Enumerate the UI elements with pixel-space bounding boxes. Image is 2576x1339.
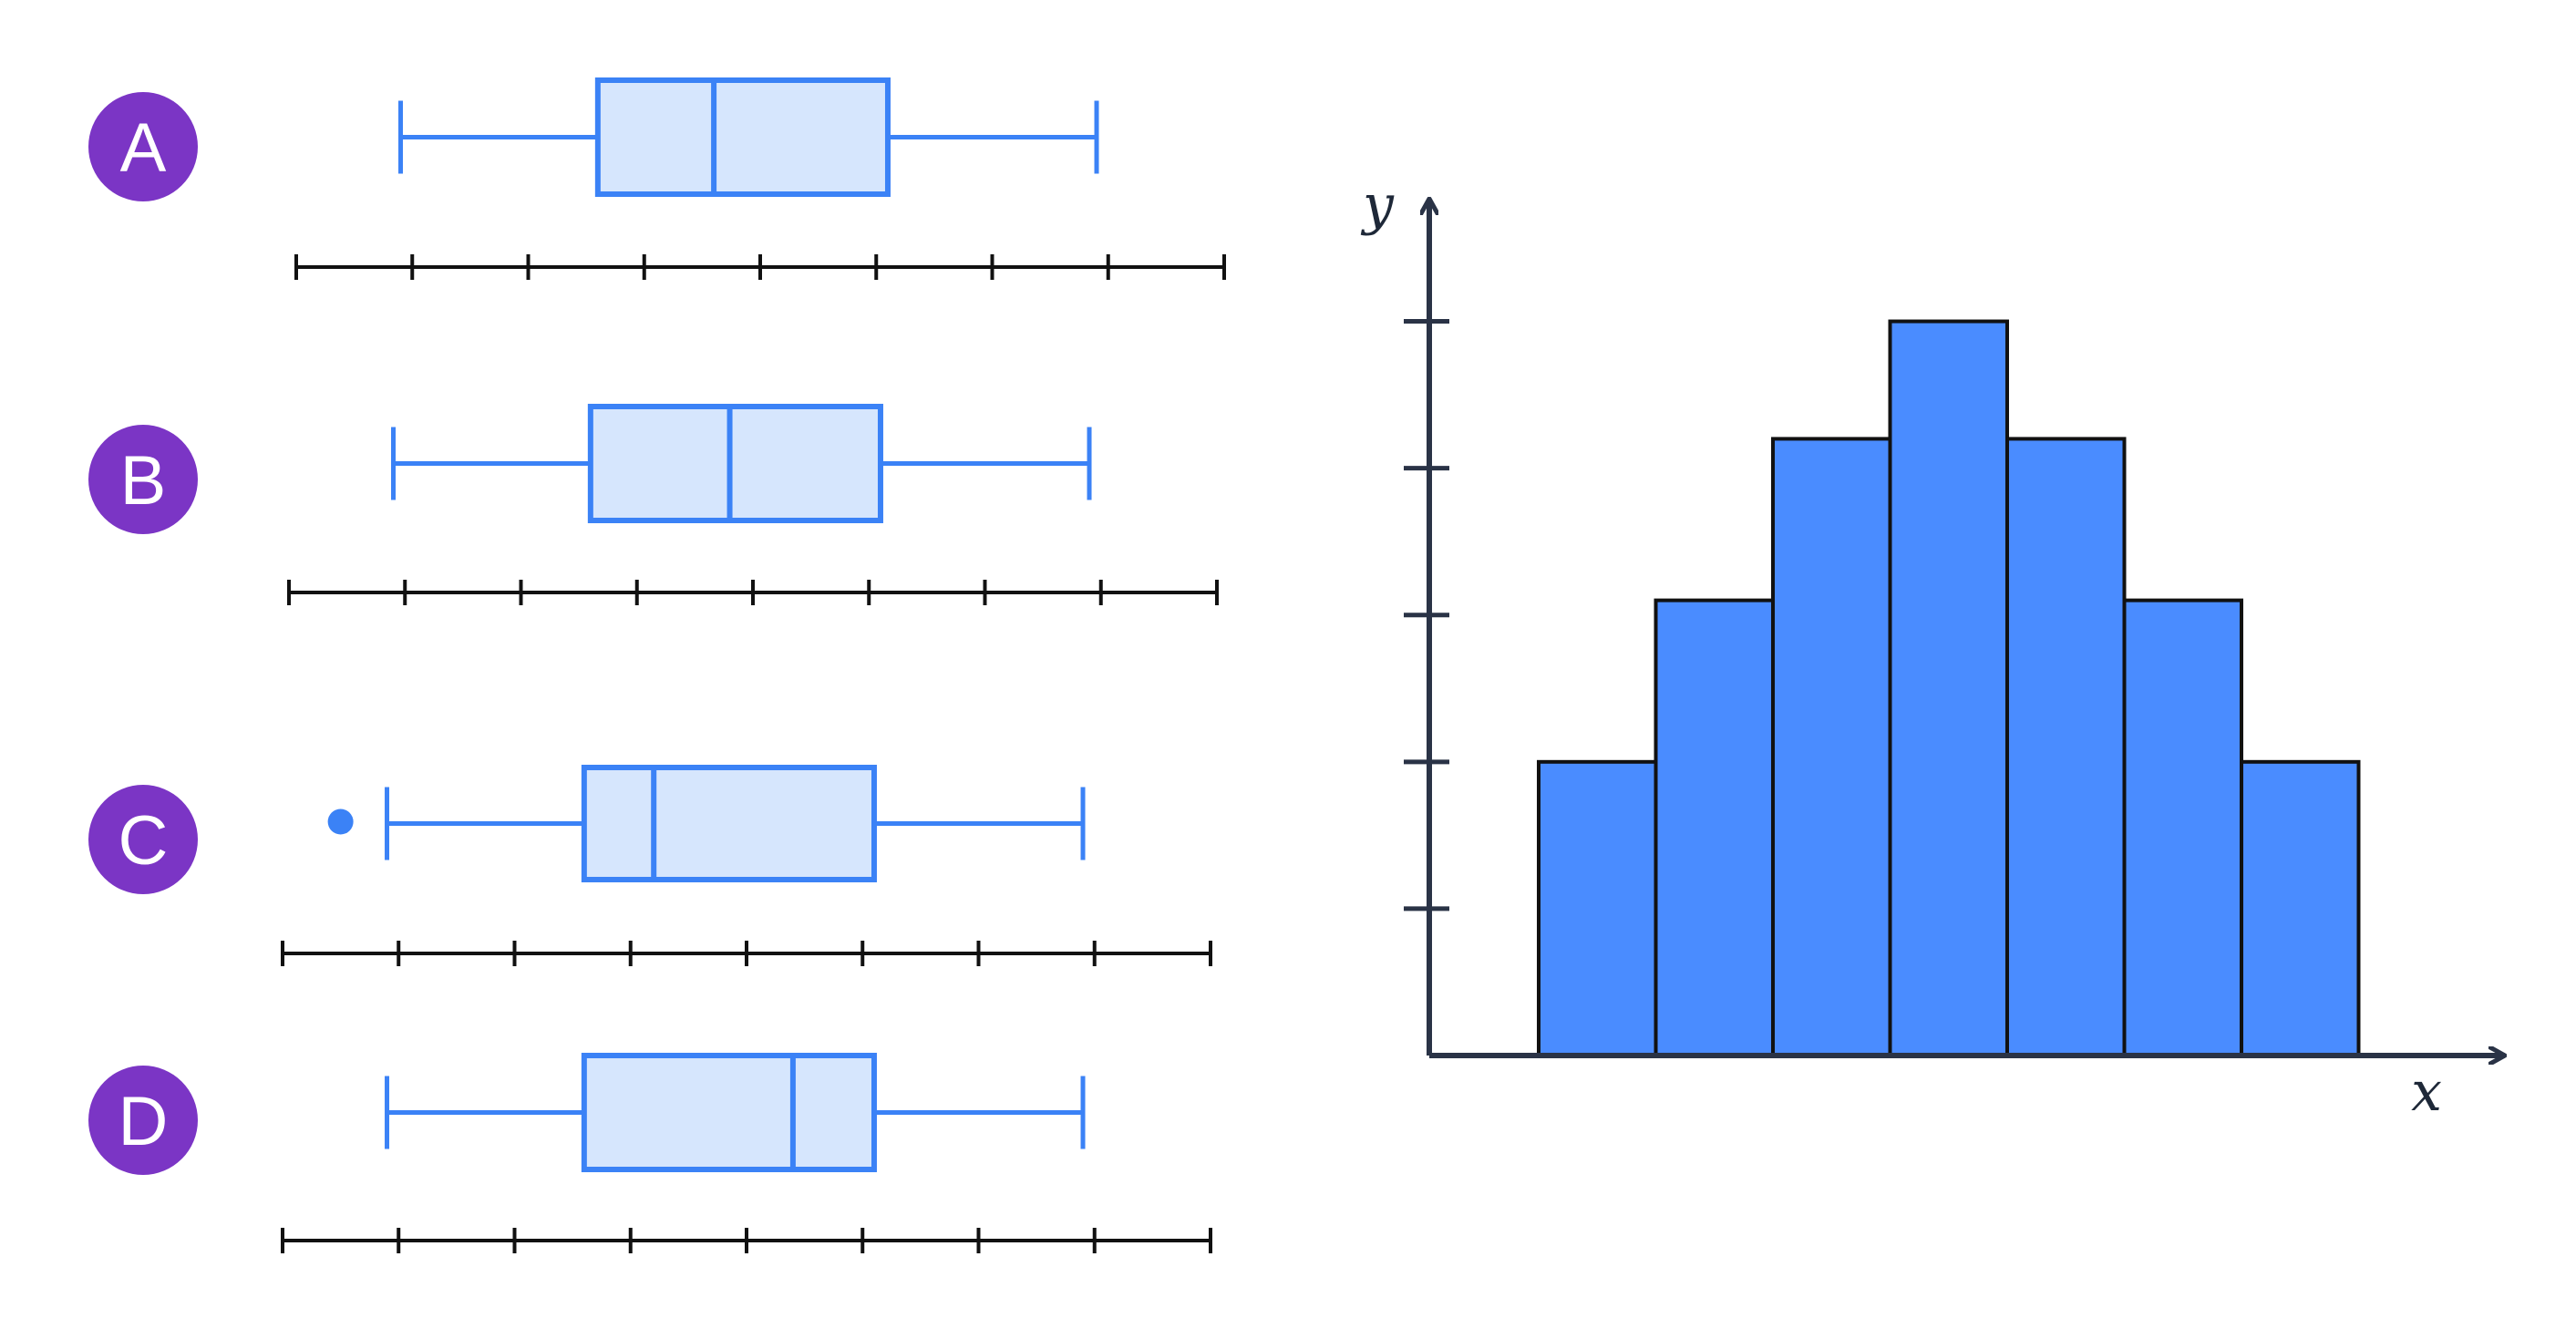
histogram-bar [1654, 598, 1775, 1057]
boxplot-b: B [88, 404, 1219, 605]
number-line [287, 580, 1219, 605]
number-line [281, 941, 1212, 966]
histogram-bar [2005, 437, 2127, 1058]
histogram-bar [2240, 759, 2361, 1057]
badge-circle [88, 425, 198, 534]
boxplot-panels: A B C D [88, 77, 1226, 1253]
histogram-bar [1537, 759, 1658, 1057]
option-badge: C [88, 785, 198, 894]
box-iqr [594, 77, 891, 197]
y-axis-label: y [1360, 173, 1395, 237]
number-line [294, 254, 1226, 280]
boxplot-d: D [88, 1053, 1212, 1253]
number-line [281, 1228, 1212, 1253]
boxplot-c: C [88, 765, 1212, 966]
option-badge: B [88, 425, 198, 534]
badge-label: C [118, 802, 169, 880]
badge-label: B [120, 442, 167, 520]
histogram-bar [1771, 437, 1892, 1058]
outlier-point [327, 809, 354, 835]
badge-label: D [118, 1083, 169, 1160]
option-badge: D [88, 1066, 198, 1175]
histogram-bar [1888, 319, 2009, 1057]
box-iqr [581, 1053, 877, 1172]
boxplot-a: A [88, 77, 1226, 280]
histogram-bar [2122, 598, 2243, 1057]
badge-label: A [120, 109, 167, 187]
badge-circle [88, 785, 198, 894]
histogram-chart: y x [1360, 173, 2505, 1124]
badge-circle [88, 1066, 198, 1175]
box-iqr [587, 404, 883, 523]
histogram-bars [1537, 319, 2361, 1058]
box-iqr [581, 765, 877, 882]
option-badge: A [88, 92, 198, 201]
badge-circle [88, 92, 198, 201]
x-axis-label: x [2411, 1060, 2442, 1124]
